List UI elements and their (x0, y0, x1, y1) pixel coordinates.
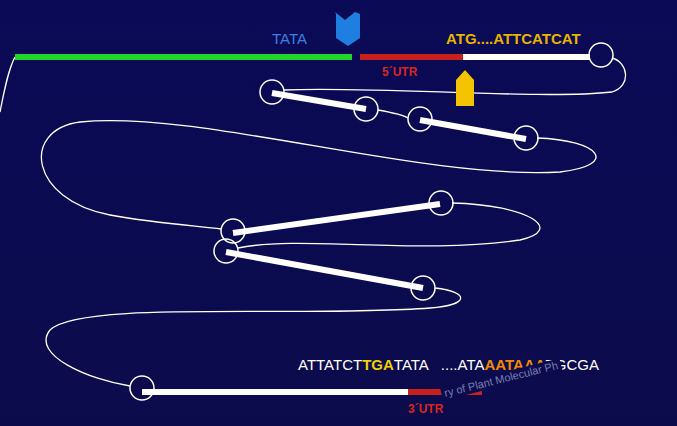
promoter-region (15, 54, 352, 60)
exon-bars (142, 93, 526, 392)
intron-lines (0, 57, 626, 386)
splice-circle (130, 376, 154, 400)
exon-4 (233, 204, 440, 233)
intron-line (284, 58, 626, 95)
sequence-fragment: ....ATA (441, 357, 485, 372)
utr-label: 3´UTR (408, 403, 443, 415)
intron-line (46, 288, 461, 386)
exon-2 (272, 93, 366, 109)
splice-circle (354, 97, 378, 121)
translation-start-marker (456, 70, 474, 106)
splice-circle (411, 276, 435, 300)
utr-label: 5´UTR (382, 66, 417, 78)
splice-sites (130, 43, 613, 400)
utr5-segment (360, 54, 463, 60)
sequence-fragment: ATTATCT (298, 357, 362, 372)
splice-circle (429, 191, 453, 215)
exon-1 (463, 54, 590, 60)
splice-circle (589, 43, 613, 67)
stop-codon: TGA (362, 357, 394, 372)
sequence-fragment: TATA (394, 357, 429, 372)
splice-circle (260, 80, 284, 104)
splice-circle (514, 126, 538, 150)
promoter-label: TATA (272, 31, 307, 46)
exon-6 (142, 389, 408, 395)
intron-line (41, 121, 596, 229)
splice-circle (214, 239, 238, 263)
sequence-label: ATG....ATTCATCAT (446, 31, 581, 46)
upstream-line (0, 57, 15, 112)
exon-5 (226, 252, 423, 288)
intron-line (378, 110, 408, 118)
splice-circle (408, 107, 432, 131)
transcription-start-marker (335, 12, 360, 46)
exon-3 (420, 120, 526, 139)
